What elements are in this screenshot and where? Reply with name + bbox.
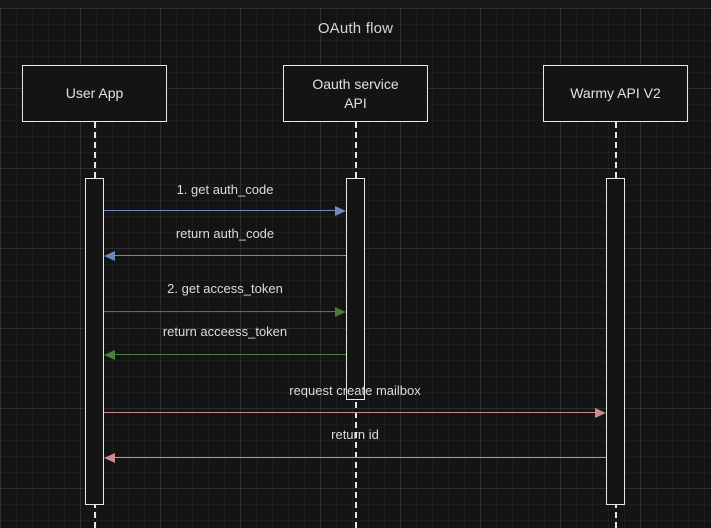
message-arrowhead-2 xyxy=(104,250,115,261)
message-arrowhead-5 xyxy=(595,407,606,418)
participant-box-user-app[interactable]: User App xyxy=(22,65,167,122)
message-label-3: 2. get access_token xyxy=(167,281,283,296)
message-label-2: return auth_code xyxy=(175,226,275,241)
message-label-6: return id xyxy=(331,427,379,442)
message-line-5 xyxy=(104,412,597,413)
participant-label-line-1: Oauth service xyxy=(312,75,399,92)
message-line-3 xyxy=(104,311,337,312)
message-line-6 xyxy=(115,457,606,458)
participant-label-user-app: User App xyxy=(65,85,124,102)
participant-box-oauth-service-api[interactable]: Oauth service API xyxy=(283,65,428,122)
message-arrowhead-6 xyxy=(104,452,115,463)
message-line-2 xyxy=(115,255,346,256)
message-line-1 xyxy=(104,210,337,211)
participant-label-line-2: API xyxy=(344,94,367,111)
message-label-5: request create mailbox xyxy=(289,383,421,398)
message-label-1: 1. get auth_code xyxy=(176,182,274,197)
message-label-4: return acceess_token xyxy=(162,324,288,339)
activation-bar-oauth-service-api xyxy=(346,178,365,400)
message-arrowhead-3 xyxy=(335,306,346,317)
participant-label-oauth-service-api: Oauth service API xyxy=(312,75,398,113)
activation-bar-warmy-api-v2 xyxy=(606,178,625,505)
activation-bar-user-app xyxy=(85,178,104,505)
diagram-title: OAuth flow xyxy=(317,20,394,37)
message-arrowhead-4 xyxy=(104,349,115,360)
top-strip xyxy=(0,0,711,8)
participant-box-warmy-api-v2[interactable]: Warmy API V2 xyxy=(543,65,688,122)
message-arrowhead-1 xyxy=(335,205,346,216)
participant-label-warmy-api-v2: Warmy API V2 xyxy=(570,85,661,102)
message-line-4 xyxy=(115,354,346,355)
